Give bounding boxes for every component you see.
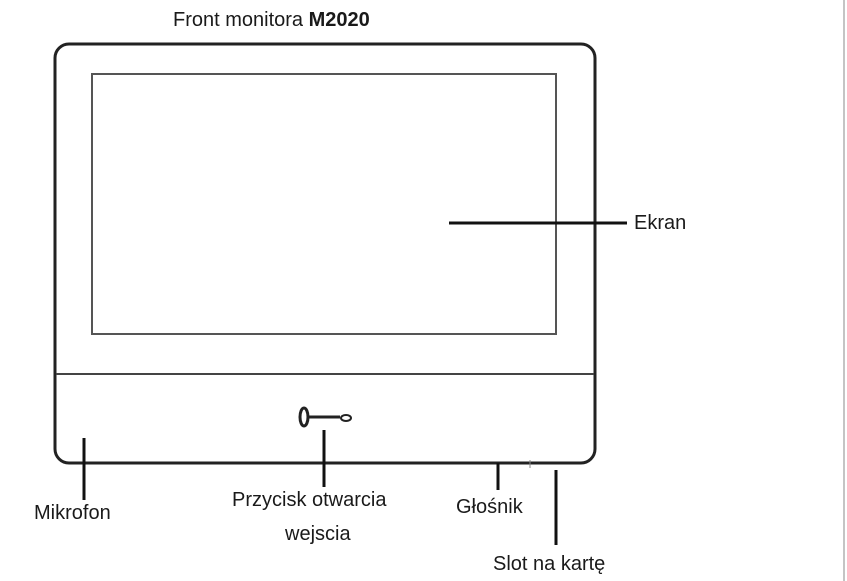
screen (91, 73, 557, 335)
microphone-label: Mikrofon (34, 502, 111, 524)
model-name: M2020 (308, 9, 370, 31)
door-button-label: Przycisk otwarcia (232, 489, 387, 511)
title-text: Front monitora (173, 9, 309, 31)
card-slot-label: Slot na kartę (493, 553, 606, 575)
door-button-label-line2: wejscia (285, 523, 351, 545)
screen-label: Ekran (634, 212, 687, 234)
key-icon (298, 406, 352, 428)
page-title: Front monitora M2020 (173, 10, 370, 30)
speaker-label: Głośnik (456, 496, 523, 518)
monitor-body (53, 42, 597, 465)
